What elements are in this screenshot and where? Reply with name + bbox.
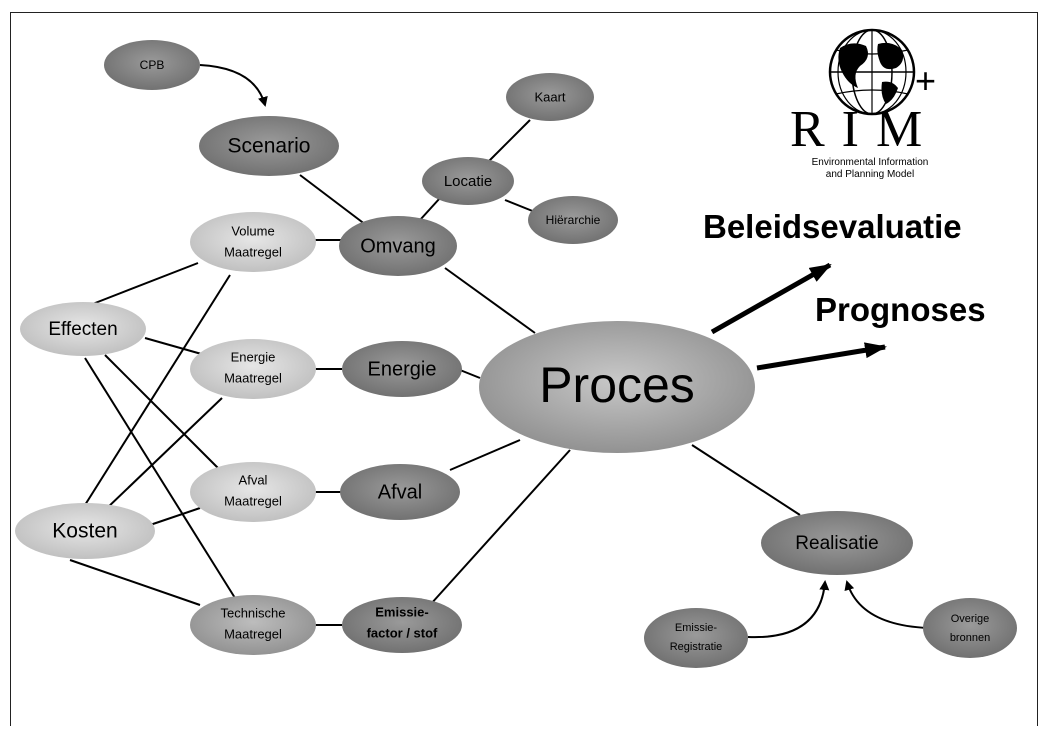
node-locatie: Locatie xyxy=(422,157,514,205)
node-energie-maatregel-line1: Energie xyxy=(231,349,276,364)
node-afval-maatregel-line2: Maatregel xyxy=(224,493,282,508)
node-emissiefactor-line1: Emissie- xyxy=(375,604,428,619)
node-omvang: Omvang xyxy=(339,216,457,276)
node-emissieregistratie-line2: Registratie xyxy=(670,641,723,653)
node-overige-bronnen: Overige bronnen xyxy=(923,598,1017,658)
node-afval: Afval xyxy=(340,464,460,520)
line-effecten-afvalmr xyxy=(104,354,221,471)
node-kosten-label: Kosten xyxy=(52,520,117,543)
arrow-emissieregistratie-realisatie xyxy=(747,580,830,639)
node-volume-maatregel: Volume Maatregel xyxy=(190,212,316,272)
arrow-proces-beleidsevaluatie xyxy=(710,262,832,335)
node-kaart: Kaart xyxy=(506,73,594,121)
node-technische-maatregel: Technische Maatregel xyxy=(190,595,316,655)
node-proces: Proces xyxy=(479,321,755,453)
node-volume-maatregel-line1: Volume xyxy=(231,223,274,238)
node-locatie-label: Locatie xyxy=(444,173,492,190)
arrow-cpb-scenario xyxy=(199,64,268,107)
node-proces-label: Proces xyxy=(539,357,695,413)
line-effecten-volume xyxy=(89,262,199,306)
node-scenario-label: Scenario xyxy=(228,135,311,158)
arrow-proces-prognoses xyxy=(756,342,887,371)
output-prognoses: Prognoses xyxy=(815,291,986,328)
line-scenario-omvang xyxy=(299,174,371,229)
node-kaart-label: Kaart xyxy=(534,89,565,104)
node-emissieregistratie: Emissie- Registratie xyxy=(644,608,748,668)
node-afval-label: Afval xyxy=(378,481,422,503)
node-cpb: CPB xyxy=(104,40,200,90)
node-effecten: Effecten xyxy=(20,302,146,356)
line-proces-realisatie xyxy=(691,444,801,516)
node-energie-maatregel: Energie Maatregel xyxy=(190,339,316,399)
logo-subtitle-line2: and Planning Model xyxy=(825,169,915,180)
node-effecten-label: Effecten xyxy=(48,319,117,340)
line-effecten-energiemr xyxy=(144,337,206,356)
line-kosten-afvalmr xyxy=(149,507,201,526)
line-kaart-locatie xyxy=(484,119,531,166)
logo-name: R I M xyxy=(790,101,925,158)
connection-lines xyxy=(69,119,801,626)
node-technische-maatregel-line2: Maatregel xyxy=(224,626,282,641)
node-kosten: Kosten xyxy=(15,503,155,559)
node-omvang-label: Omvang xyxy=(360,235,436,257)
node-energie-maatregel-line2: Maatregel xyxy=(224,370,282,385)
line-energie-proces xyxy=(459,369,481,379)
node-afval-maatregel: Afval Maatregel xyxy=(190,462,316,522)
arrow-overigebronnen-realisatie xyxy=(844,580,929,629)
line-locatie-omvang xyxy=(419,197,441,221)
node-afval-maatregel-line1: Afval xyxy=(239,472,268,487)
node-volume-maatregel-line2: Maatregel xyxy=(224,244,282,259)
arrows xyxy=(199,64,929,639)
globe-icon xyxy=(828,28,916,116)
logo-subtitle-line1: Environmental Information xyxy=(811,157,929,168)
line-kosten-technische xyxy=(69,559,201,606)
node-hierarchie: Hiërarchie xyxy=(528,196,618,244)
line-afval-proces xyxy=(449,439,521,471)
node-overige-bronnen-line2: bronnen xyxy=(950,632,990,644)
logo-plus: + xyxy=(915,60,937,101)
node-overige-bronnen-line1: Overige xyxy=(951,613,990,625)
line-locatie-hierarchie xyxy=(504,199,536,213)
node-scenario: Scenario xyxy=(199,116,339,176)
node-emissiefactor-line2: factor / stof xyxy=(367,625,438,640)
node-energie-label: Energie xyxy=(368,358,437,380)
output-beleidsevaluatie: Beleidsevaluatie xyxy=(703,208,962,245)
node-realisatie: Realisatie xyxy=(761,511,913,575)
line-effecten-technische xyxy=(84,357,236,599)
node-hierarchie-label: Hiërarchie xyxy=(546,213,601,227)
node-emissiefactor: Emissie- factor / stof xyxy=(342,597,462,653)
line-emissie-proces xyxy=(429,449,571,606)
line-omvang-proces xyxy=(444,267,536,334)
line-kosten-volume xyxy=(84,274,231,506)
line-kosten-energiemr xyxy=(104,397,223,511)
node-cpb-label: CPB xyxy=(140,58,165,72)
node-technische-maatregel-line1: Technische xyxy=(220,605,285,620)
node-emissieregistratie-line1: Emissie- xyxy=(675,622,718,634)
slide-frame xyxy=(10,12,1038,726)
node-realisatie-label: Realisatie xyxy=(795,533,878,554)
node-energie: Energie xyxy=(342,341,462,397)
